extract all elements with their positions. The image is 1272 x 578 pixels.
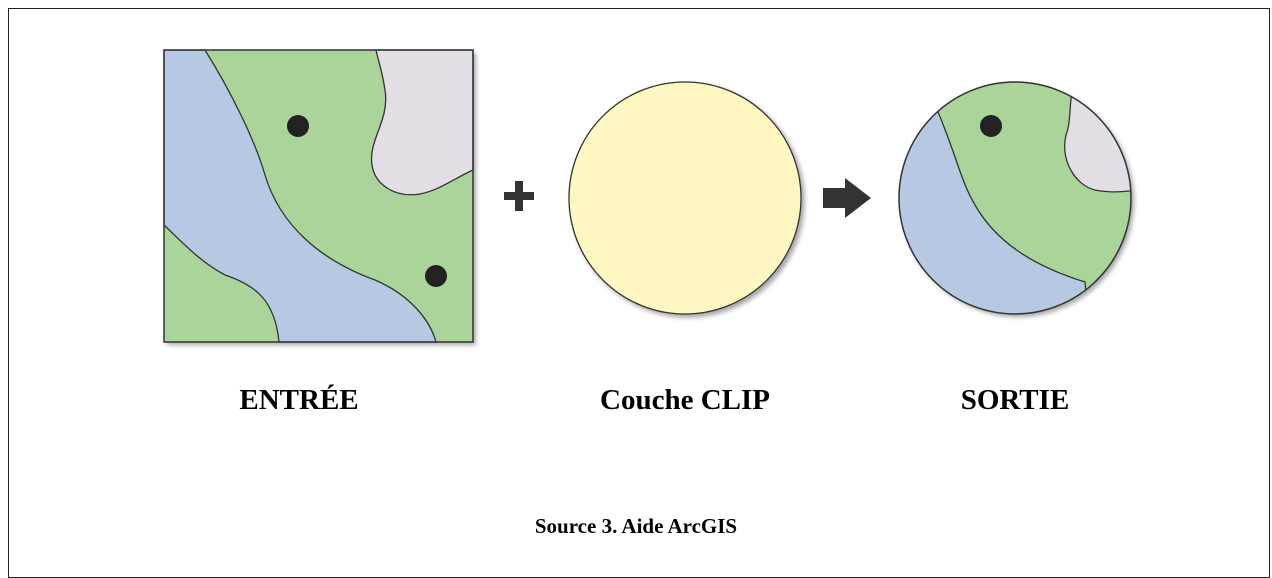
clip-diagram — [163, 49, 1132, 343]
input-point-2 — [425, 265, 447, 287]
input-map-border — [163, 49, 474, 343]
source-caption: Source 3. Aide ArcGIS — [534, 514, 738, 538]
output-circle-border — [898, 81, 1132, 315]
input-blue-region — [163, 49, 437, 343]
input-map — [163, 49, 474, 343]
output-map — [898, 81, 1132, 315]
clip-layer-circle — [568, 81, 802, 315]
arrow-right-icon — [823, 178, 871, 218]
output-point — [980, 115, 1002, 137]
plus-icon — [504, 181, 534, 211]
output-label: SORTIE — [960, 384, 1070, 416]
clip-layer-label: Couche CLIP — [600, 384, 770, 416]
input-point-1 — [287, 115, 309, 137]
output-blue-region — [899, 82, 1091, 314]
input-lavender-region — [370, 49, 474, 196]
input-label: ENTRÉE — [239, 384, 359, 416]
